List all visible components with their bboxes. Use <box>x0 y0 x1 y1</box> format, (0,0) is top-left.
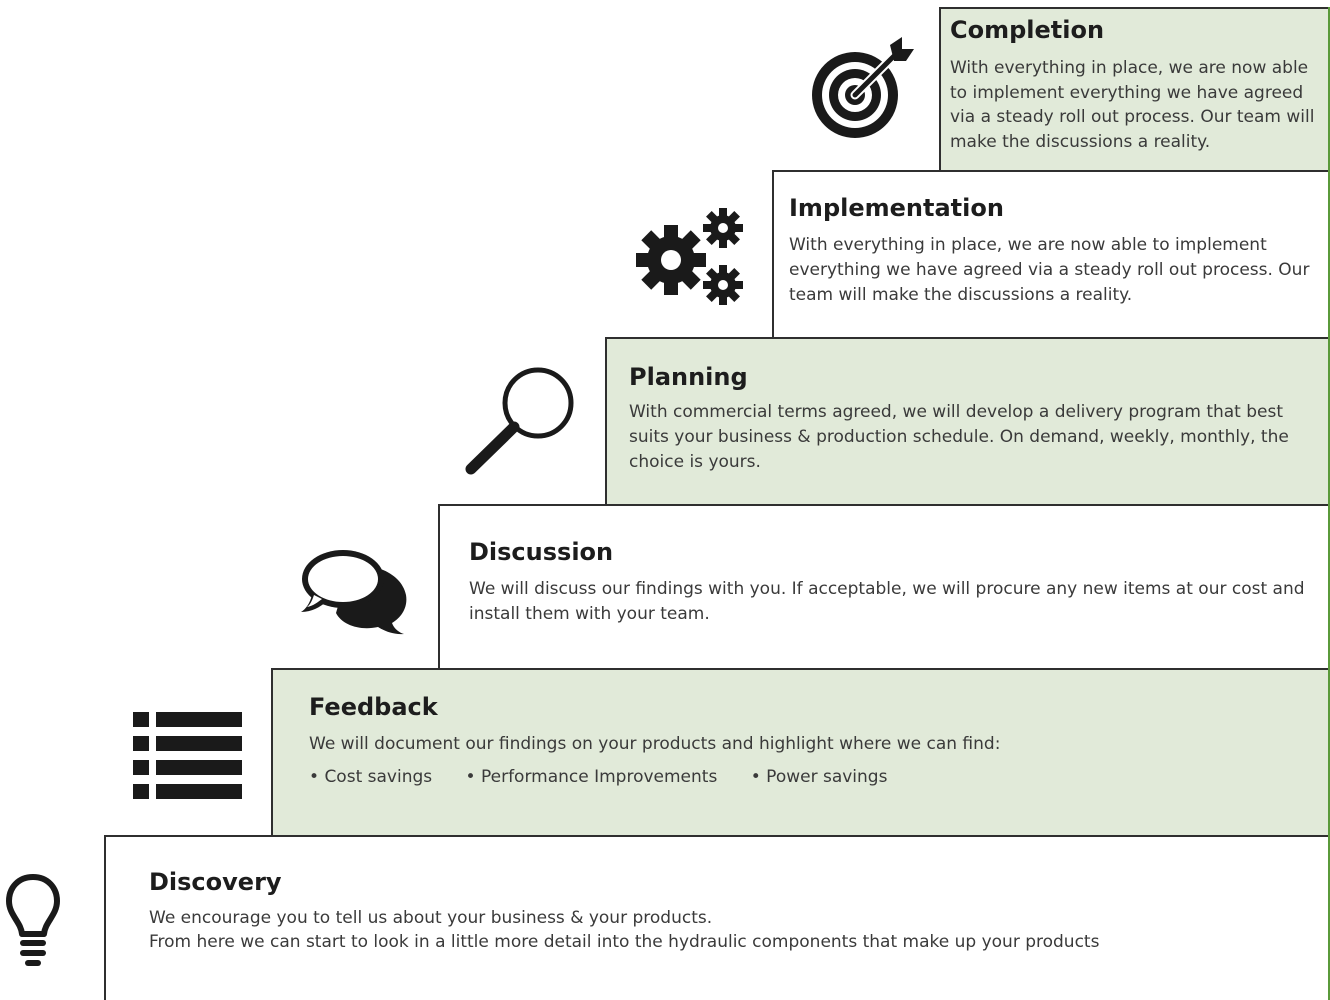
feedback-bullet-list: • Cost savings • Performance Improvement… <box>309 767 915 787</box>
step-text-discovery-line-2: From here we can start to look in a litt… <box>149 932 1100 952</box>
bullet-item: • Performance Improvements <box>465 767 718 787</box>
step-text-feedback: We will document our findings on your pr… <box>309 734 1001 754</box>
target-icon <box>812 37 914 138</box>
step-text-implementation: With everything in place, we are now abl… <box>789 235 1310 305</box>
step-title-discussion: Discussion <box>469 538 614 566</box>
step-text-completion: With everything in place, we are now abl… <box>950 58 1315 152</box>
step-implementation <box>772 170 1330 340</box>
lightbulb-icon <box>6 874 60 966</box>
step-title-implementation: Implementation <box>789 194 1004 222</box>
gears-icon <box>636 208 743 305</box>
list-icon <box>133 712 242 799</box>
step-title-discovery: Discovery <box>149 868 282 896</box>
magnifier-icon <box>465 367 574 475</box>
bullet-item: • Power savings <box>750 767 888 787</box>
chat-bubbles-icon <box>301 550 407 635</box>
step-text-discussion: We will discuss our findings with you. I… <box>469 579 1305 624</box>
step-title-completion: Completion <box>950 16 1105 44</box>
step-discovery <box>104 835 1330 1000</box>
step-title-feedback: Feedback <box>309 693 438 721</box>
step-discussion <box>438 504 1330 671</box>
step-completion <box>939 7 1330 172</box>
step-title-planning: Planning <box>629 363 748 391</box>
bullet-item: • Cost savings <box>309 767 433 787</box>
step-text-discovery-line-1: We encourage you to tell us about your b… <box>149 908 713 928</box>
step-text-planning: With commercial terms agreed, we will de… <box>629 402 1289 472</box>
